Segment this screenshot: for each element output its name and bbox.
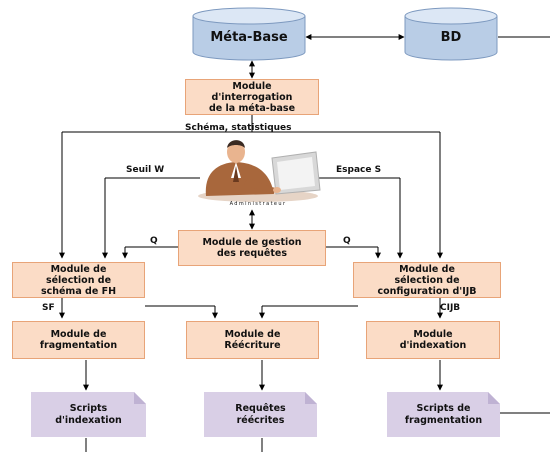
requetes-reecrites-document	[204, 392, 317, 437]
bd-label: BD	[440, 30, 462, 45]
scripts-indexation-label: Scripts d'indexation	[55, 403, 122, 426]
module-selection-fh-box: Module de sélection de schéma de FH	[12, 262, 145, 298]
scripts-fragmentation-label: Scripts de fragmentation	[404, 403, 483, 426]
administrator-icon	[198, 140, 321, 202]
administrator-caption: Administrateur	[229, 201, 287, 207]
module-selection-ijb-box: Module de sélection de configuration d'I…	[353, 262, 501, 298]
module-reecriture-box: Module de Réécriture	[186, 321, 319, 359]
cijb-label: CIJB	[440, 303, 461, 313]
bd-cylinder	[404, 7, 498, 61]
q-right-label: Q	[343, 236, 351, 246]
meta-base-cylinder	[192, 7, 306, 61]
schema-statistiques-label: Schéma, statistiques	[185, 123, 292, 133]
meta-base-label: Méta-Base	[210, 30, 288, 45]
module-fragmentation-box: Module de fragmentation	[12, 321, 145, 359]
sf-label: SF	[42, 303, 55, 313]
seuil-w-label: Seuil W	[126, 165, 165, 175]
scripts-indexation-document	[31, 392, 146, 437]
q-left-label: Q	[150, 236, 158, 246]
connectors	[59, 34, 550, 452]
espace-s-label: Espace S	[336, 165, 382, 175]
module-interrogation-box: Module d'interrogation de la méta-base	[185, 79, 319, 115]
scripts-fragmentation-document	[387, 392, 500, 437]
requetes-reecrites-label: Requêtes réécrites	[235, 403, 286, 426]
module-gestion-box: Module de gestion des requêtes	[178, 230, 326, 266]
module-indexation-box: Module d'indexation	[366, 321, 500, 359]
